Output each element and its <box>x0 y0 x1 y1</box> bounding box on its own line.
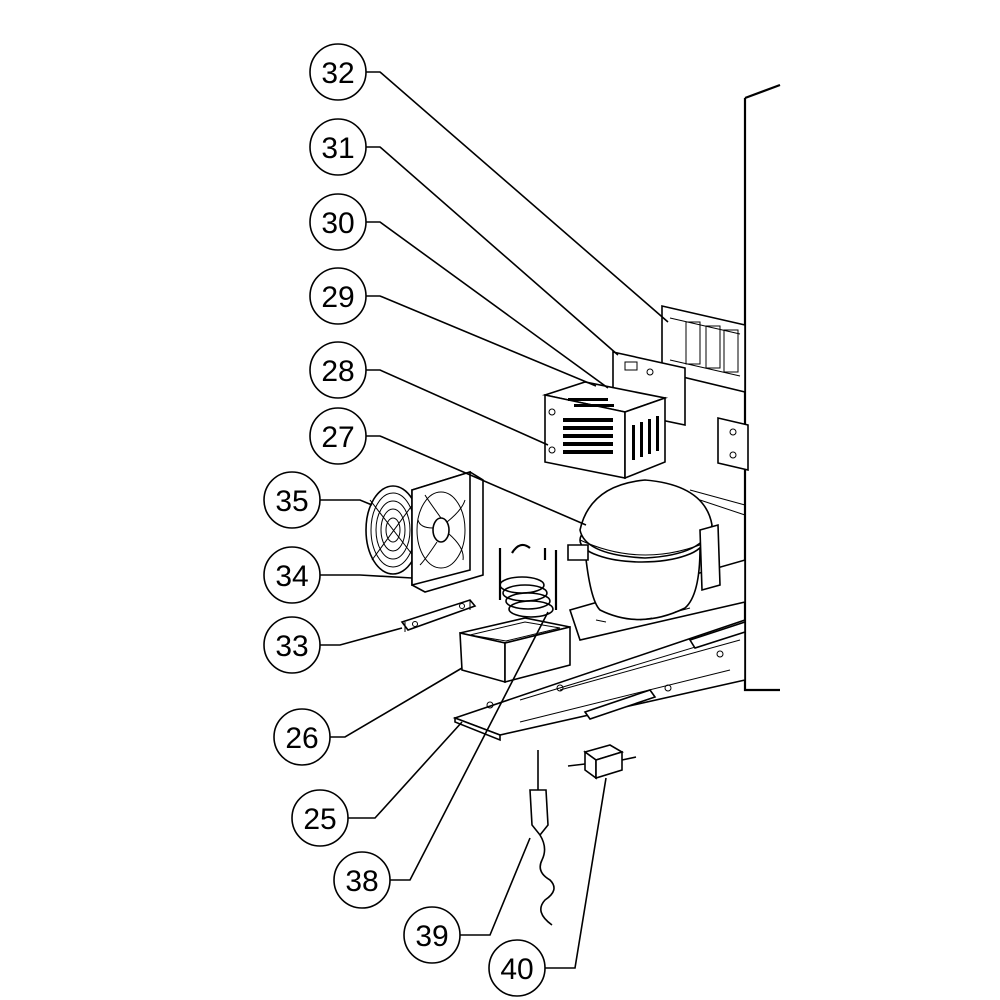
callout-33: 33 <box>263 616 321 674</box>
callout-25: 25 <box>291 789 349 847</box>
callout-38: 38 <box>333 851 391 909</box>
svg-text:25: 25 <box>303 803 336 836</box>
drain-tray <box>459 617 571 684</box>
relay <box>567 744 637 780</box>
control-box <box>541 381 669 480</box>
svg-text:33: 33 <box>275 630 308 663</box>
svg-text:27: 27 <box>321 421 354 454</box>
thermostat-sensor <box>529 750 555 926</box>
svg-text:28: 28 <box>321 355 354 388</box>
base-chassis <box>452 618 746 742</box>
callout-35: 35 <box>263 471 321 529</box>
svg-text:30: 30 <box>321 207 354 240</box>
compressor <box>567 479 746 641</box>
condenser-coil <box>498 543 558 618</box>
cabinet-panel <box>743 83 781 692</box>
callout-26: 26 <box>273 708 331 766</box>
callout-29: 29 <box>309 267 367 325</box>
svg-text:35: 35 <box>275 485 308 518</box>
svg-text:38: 38 <box>345 865 378 898</box>
svg-text:26: 26 <box>285 722 318 755</box>
svg-text:39: 39 <box>415 920 448 953</box>
callout-32: 32 <box>309 43 367 101</box>
callout-30: 30 <box>309 193 367 251</box>
svg-text:32: 32 <box>321 57 354 90</box>
leader-lines <box>320 71 669 969</box>
callout-39: 39 <box>403 906 461 964</box>
callout-27: 27 <box>309 407 367 465</box>
callout-40: 40 <box>488 939 546 997</box>
svg-text:31: 31 <box>321 132 354 165</box>
svg-text:34: 34 <box>275 560 308 593</box>
fan-bracket <box>400 599 477 632</box>
callouts: 32 31 30 29 28 27 35 34 <box>263 43 546 997</box>
callout-34: 34 <box>263 546 321 604</box>
callout-31: 31 <box>309 118 367 176</box>
svg-text:40: 40 <box>500 953 533 986</box>
fan <box>411 470 484 593</box>
svg-text:29: 29 <box>321 281 354 314</box>
control-box-vents <box>563 398 659 460</box>
callout-28: 28 <box>309 341 367 399</box>
